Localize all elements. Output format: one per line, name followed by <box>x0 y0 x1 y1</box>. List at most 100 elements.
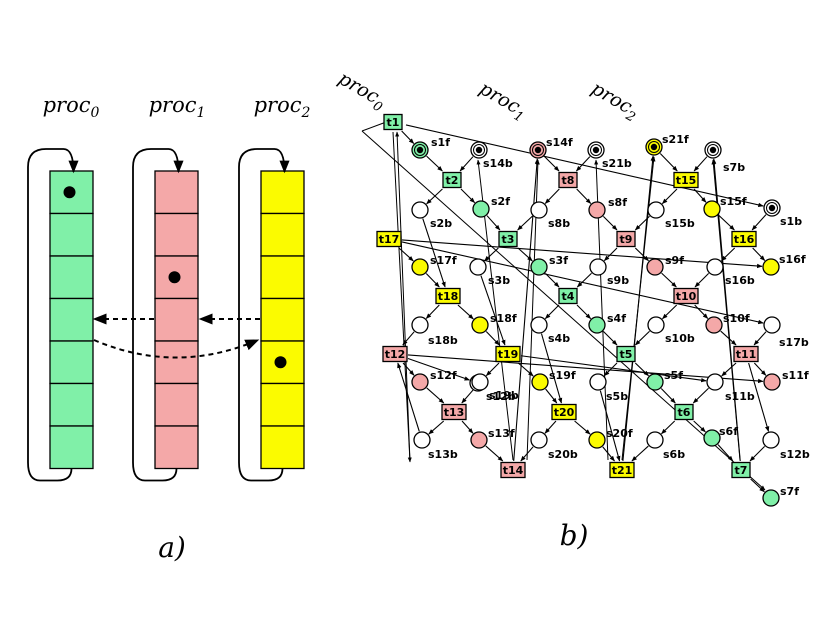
transition-t1: t1 <box>383 113 403 131</box>
arc <box>753 362 767 376</box>
proc-stack-0: proc0 <box>27 93 99 482</box>
place-label: s5b <box>606 390 628 403</box>
net-proc-label-1: proc1 <box>474 77 532 125</box>
transition-t17: t17 <box>376 230 402 248</box>
arc <box>661 420 676 435</box>
place-s6b: s6b <box>646 431 685 461</box>
arc <box>634 247 649 262</box>
arc <box>426 188 443 205</box>
arc <box>480 275 506 346</box>
arc <box>405 124 764 208</box>
arc <box>401 130 415 144</box>
place-s21f: s21f <box>645 133 689 156</box>
token-dot <box>475 146 483 154</box>
arc <box>576 188 592 204</box>
stack-slot <box>154 425 199 470</box>
place-s13f: s13f <box>470 427 515 449</box>
transition-t20: t20 <box>551 403 577 421</box>
arc <box>661 272 677 288</box>
arc <box>520 355 707 383</box>
stack-slot <box>260 255 305 300</box>
arc <box>544 304 560 320</box>
token-dot <box>274 356 287 369</box>
token-dot <box>416 146 424 154</box>
arc <box>753 331 767 346</box>
place-label: s2f <box>491 195 510 208</box>
arc <box>692 387 709 404</box>
arc <box>398 247 414 262</box>
place-label: s14f <box>546 136 573 149</box>
place-s11b: s11b <box>706 373 755 403</box>
place-label: s2b <box>430 217 452 230</box>
transition-label: t13 <box>444 406 465 419</box>
panel-b-label: b) <box>560 519 589 552</box>
arc <box>717 444 734 462</box>
arc <box>422 218 446 288</box>
stack-slot <box>49 212 94 257</box>
place-label: s4b <box>548 332 570 345</box>
arc <box>748 362 770 432</box>
place-s5b: s5b <box>589 373 628 403</box>
place-s12f: s12f <box>411 369 457 391</box>
place-label: s12f <box>430 369 457 382</box>
place-s7b: s7b <box>704 141 745 174</box>
transition-t5: t5 <box>616 345 636 363</box>
arc <box>425 273 440 288</box>
transition-label: t8 <box>562 174 575 187</box>
place-label: s9f <box>665 254 684 267</box>
token-dot <box>768 204 776 212</box>
arc <box>574 420 591 435</box>
place-label: s9b <box>607 274 629 287</box>
transition-t16: t16 <box>731 230 757 248</box>
arc <box>631 445 649 462</box>
place-label: s6b <box>663 448 685 461</box>
arc <box>543 155 560 172</box>
arc <box>634 330 650 346</box>
place-label: s19f <box>549 369 576 382</box>
place-s6f: s6f <box>703 425 738 447</box>
place-label: s14b <box>483 157 513 170</box>
place-s4b: s4b <box>530 316 570 345</box>
token-dot <box>534 146 542 154</box>
arc <box>485 445 504 462</box>
place-label: s13f <box>488 427 515 440</box>
stack-slot <box>154 297 199 342</box>
transition-label: t3 <box>502 233 515 246</box>
proc-label-1: proc1 <box>149 93 206 121</box>
arc <box>693 156 708 172</box>
transition-t15: t15 <box>673 171 699 189</box>
loop-arrow <box>132 148 184 482</box>
proc-stack-2: proc2 <box>238 93 311 482</box>
arc <box>459 156 474 172</box>
arc <box>602 446 615 462</box>
panel-a-label: a) <box>158 531 186 564</box>
proc-label-2: proc2 <box>254 93 311 121</box>
place-s15b: s15b <box>647 201 695 230</box>
arc <box>749 445 766 462</box>
place-s16f: s16f <box>762 253 806 276</box>
transition-label: t10 <box>676 290 697 303</box>
arc <box>407 354 764 384</box>
place-s7f: s7f <box>762 485 799 507</box>
place-s9b: s9b <box>589 258 629 287</box>
transition-t8: t8 <box>558 171 578 189</box>
transition-t19: t19 <box>495 345 521 363</box>
transition-t4: t4 <box>558 287 578 305</box>
proc-stack-1: proc1 <box>132 93 206 482</box>
arc <box>544 188 560 204</box>
transition-t2: t2 <box>442 171 462 189</box>
place-s15f: s15f <box>703 195 747 218</box>
place-label: s5f <box>664 369 683 382</box>
transition-t18: t18 <box>435 287 461 305</box>
arc <box>484 247 499 262</box>
stack-slot <box>49 297 94 342</box>
place-label: s21b <box>602 157 632 170</box>
transition-label: t6 <box>678 406 691 419</box>
transition-label: t7 <box>735 464 748 477</box>
loop-arrow <box>238 148 290 482</box>
arc <box>718 214 735 231</box>
place-label: s12b <box>780 448 810 461</box>
stack-slot <box>154 340 199 385</box>
stack-slot <box>260 425 305 470</box>
